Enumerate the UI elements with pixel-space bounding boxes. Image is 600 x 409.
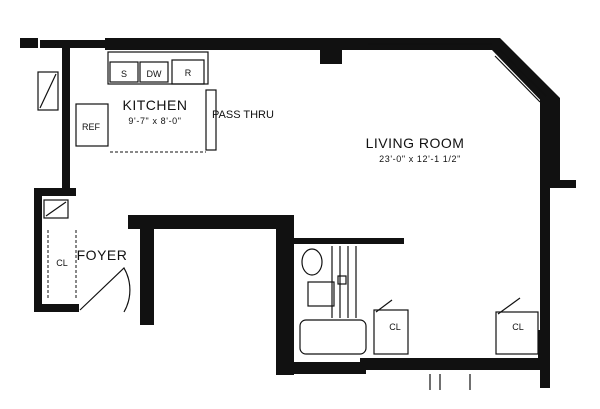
wall-bottom-corner [538, 330, 550, 370]
walls [20, 38, 576, 388]
kitchen-counter-top [107, 51, 209, 85]
wall-bath-top [294, 238, 404, 244]
column-top [320, 38, 342, 64]
foyer-cabinet-diagonal [45, 201, 67, 217]
bathroom [299, 246, 367, 355]
closet-middle [373, 309, 409, 355]
pass-thru-counter [205, 89, 217, 151]
wall-bath-bottom [276, 362, 366, 374]
closet-right-label: CL [512, 322, 524, 332]
foyer-cabinet [43, 199, 69, 219]
foyer-closet-label: CL [56, 258, 68, 268]
closet-middle-door [375, 299, 393, 313]
wall-foyer-bottom [34, 304, 79, 312]
living-room-dimensions: 23'-0" x 12'-1 1/2" [379, 154, 461, 164]
wall-core-right [276, 215, 294, 375]
wall-right-notch [548, 180, 576, 188]
wall-top-left [40, 40, 105, 48]
wall-top [105, 38, 365, 50]
kitchen-name: KITCHEN [123, 97, 188, 113]
wall-right-upper [540, 98, 560, 188]
dishwasher [139, 61, 169, 83]
toilet [301, 248, 323, 276]
vanity [307, 281, 335, 307]
entry-door-swing [79, 267, 131, 313]
wall-left-upper [62, 48, 70, 188]
wall-core-top [128, 215, 293, 229]
wall-bay-angled [365, 38, 560, 108]
closets: CL CL [373, 297, 539, 355]
bathtub [299, 319, 367, 355]
closet-shelf [37, 71, 59, 111]
foyer-name: FOYER [77, 247, 128, 263]
living-room-name: LIVING ROOM [366, 135, 465, 151]
closet-right [495, 311, 539, 355]
bath-tile-lines [331, 246, 357, 318]
foyer: FOYER CL [43, 199, 131, 313]
wall-right-lower [540, 188, 550, 388]
windows [368, 43, 547, 103]
pass-thru-label: PASS THRU [212, 109, 274, 121]
refrigerator [75, 103, 109, 147]
wall-foyer-left [34, 188, 42, 310]
wall-foyer-top [34, 188, 76, 196]
window-bay-outer [499, 49, 547, 97]
window-bay [494, 55, 541, 103]
closet-right-door [497, 297, 521, 315]
range-label: R [185, 68, 192, 78]
refrigerator-label: REF [82, 122, 101, 132]
wall-core-left [140, 215, 154, 325]
sink-label: S [121, 69, 127, 79]
kitchen: S DW R REF KITCHEN 9'-7" x 8'-0" PASS TH… [37, 51, 274, 153]
closet-middle-label: CL [389, 322, 401, 332]
shelf-diagonal [39, 73, 57, 109]
wall-bottom [360, 358, 550, 370]
dishwasher-label: DW [147, 69, 162, 79]
range [171, 59, 205, 85]
sink [109, 61, 139, 83]
kitchen-dimensions: 9'-7" x 8'-0" [128, 116, 181, 126]
bath-fixture [337, 275, 347, 285]
wall-stub-top-left [20, 38, 38, 48]
